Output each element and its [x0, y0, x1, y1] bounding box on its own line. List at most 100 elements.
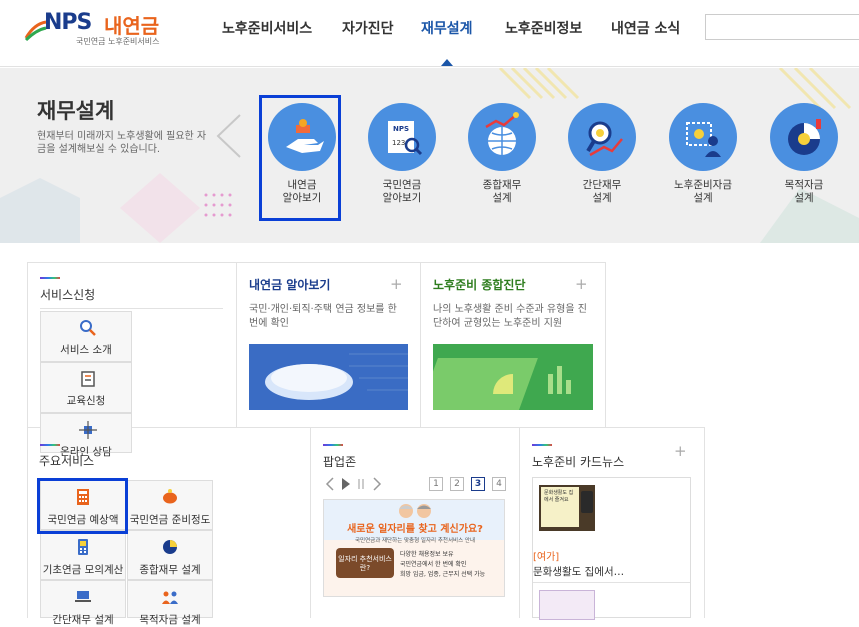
popup-controls	[325, 477, 382, 491]
active-nav-marker	[441, 59, 453, 66]
pie-chart-icon	[163, 540, 177, 554]
svg-text:NPS: NPS	[393, 125, 409, 133]
elderly-couple-illustration	[399, 504, 431, 518]
nav-self-diagnosis[interactable]: 자가진단	[342, 21, 394, 37]
service-intro-button[interactable]: 서비스 소개	[40, 311, 132, 362]
logo-nps-text: NPS	[44, 10, 92, 35]
popup-banner-headline: 새로운 일자리를 찾고 계신가요?	[347, 524, 483, 535]
menu-simple-planning[interactable]	[568, 103, 636, 171]
card-my-pension-title[interactable]: 내연금 알아보기	[249, 278, 331, 292]
popup-banner-job-recommend[interactable]: 새로운 일자리를 찾고 계신가요? 국민연금과 재단하는 맞춤형 일자리 추천서…	[323, 499, 505, 597]
nav-retirement-info[interactable]: 노후준비정보	[505, 21, 583, 37]
title-accent-bar	[40, 444, 60, 446]
hand-coin-icon	[286, 119, 324, 153]
popup-page-2[interactable]: 2	[450, 477, 464, 491]
header: NPS 내연금 국민연금 노후준비서비스 노후준비서비스 자가진단 재무설계 노…	[0, 0, 859, 67]
title-accent-bar	[532, 444, 552, 446]
nps-logo[interactable]: NPS 내연금 국민연금 노후준비서비스	[24, 10, 174, 50]
menu-comprehensive-planning-label-1: 종합재무	[482, 179, 522, 191]
banner-decoration	[0, 68, 859, 243]
magnifier-chart-icon	[586, 121, 623, 157]
card-news-thumbnail[interactable]: 문화생활도 집에서 즐겨요	[539, 485, 595, 531]
calculator-icon	[77, 489, 89, 505]
popup-banner-subline: 국민연금과 재단하는 맞춤형 일자리 추천서비스 안내	[354, 538, 476, 544]
card-diagnosis-plus-icon[interactable]: +	[575, 275, 588, 293]
card-news-plus-icon[interactable]: +	[674, 442, 687, 460]
piggy-bank-icon	[163, 489, 177, 504]
laptop-icon	[75, 591, 91, 602]
menu-purpose-fund[interactable]	[770, 103, 838, 171]
nps-search-icon: NPS 123	[388, 121, 423, 156]
highlight-box-pension-estimate	[37, 478, 128, 534]
logo-subtitle: 국민연금 노후준비서비스	[76, 37, 160, 46]
menu-my-pension-label-2: 알아보기	[282, 192, 322, 204]
online-consult-label: 온라인 상담	[60, 446, 112, 458]
menu-my-pension-label-1: 내연금	[287, 179, 317, 191]
popup-page-3[interactable]: 3	[471, 477, 485, 491]
highlight-box-my-pension	[259, 95, 341, 221]
banner-description: 현재부터 미래까지 노후생활에 필요한 자금을 설계해보실 수 있습니다.	[37, 131, 207, 155]
card-my-pension-image[interactable]	[249, 344, 408, 410]
pension-estimate-label: 국민연금 예상액	[47, 514, 119, 526]
card-news-item-text[interactable]: 문화생활도 집에서…	[533, 566, 625, 578]
search-input[interactable]	[705, 14, 859, 40]
service-intro-label: 서비스 소개	[60, 344, 112, 356]
logo-brand-text: 내연금	[104, 14, 160, 38]
menu-nps-info-label-1: 국민연금	[382, 179, 422, 191]
basic-pension-calc-button[interactable]: 기초연금 모의계산	[40, 530, 126, 580]
card-diagnosis-image[interactable]	[433, 344, 593, 410]
card-news-list: 문화생활도 집에서 즐겨요 [여가] 문화생활도 집에서…	[532, 477, 691, 620]
pension-readiness-label: 국민연금 준비정도	[129, 514, 211, 526]
globe-chart-icon	[485, 112, 519, 155]
card-news-thumbnail-2[interactable]	[539, 590, 595, 620]
card-news-thumb-text: 문화생활도 집에서 즐겨요	[541, 487, 579, 527]
popup-page-4[interactable]: 4	[492, 477, 506, 491]
people-icon	[162, 591, 178, 604]
menu-simple-planning-label-1: 간단재무	[582, 179, 622, 191]
pension-estimate-button[interactable]: 국민연금 예상액	[40, 480, 126, 530]
education-request-button[interactable]: 교육신청	[40, 362, 132, 413]
comprehensive-planning-button[interactable]: 종합재무 설계	[127, 530, 213, 580]
menu-comprehensive-planning-label-2: 설계	[492, 192, 512, 204]
nav-retirement-service[interactable]: 노후준비서비스	[222, 21, 313, 37]
prev-arrow-icon[interactable]	[216, 113, 242, 159]
popup-banner-badge: 일자리 추천서비스란?	[336, 548, 394, 578]
menu-comprehensive-planning[interactable]	[468, 103, 536, 171]
card-diagnosis-title[interactable]: 노후준비 종합진단	[433, 278, 526, 292]
menu-retirement-fund-label-2: 설계	[693, 192, 713, 204]
menu-nps-info[interactable]: NPS 123	[368, 103, 436, 171]
menu-retirement-fund[interactable]	[669, 103, 737, 171]
purpose-fund-button[interactable]: 목적자금 설계	[127, 580, 213, 626]
banner-title: 재무설계	[37, 99, 115, 123]
simple-planning-button[interactable]: 간단재무 설계	[40, 580, 126, 626]
comprehensive-planning-label: 종합재무 설계	[139, 564, 201, 576]
popup-zone-title: 팝업존	[323, 455, 357, 469]
popup-page-1[interactable]: 1	[429, 477, 443, 491]
svg-text:123: 123	[392, 139, 405, 147]
nav-pension-news[interactable]: 내연금 소식	[611, 21, 681, 37]
popup-play-icon	[342, 478, 350, 490]
target-chart-icon	[788, 119, 821, 155]
network-icon	[79, 421, 97, 439]
main-services-title: 주요서비스	[39, 454, 95, 468]
menu-simple-planning-label-2: 설계	[592, 192, 612, 204]
card-news-title: 노후준비 카드뉴스	[532, 455, 625, 469]
popup-banner-point-2: 국민연금에서 한 번에 확인	[400, 561, 467, 568]
card-my-pension-plus-icon[interactable]: +	[390, 275, 403, 293]
menu-nps-info-label-2: 알아보기	[382, 192, 422, 204]
popup-pause-icon	[358, 479, 364, 489]
phone-calc-icon	[78, 539, 88, 555]
title-accent-bar	[323, 444, 343, 446]
title-accent-bar	[40, 277, 60, 279]
menu-my-pension[interactable]	[268, 103, 336, 171]
card-diagnosis-desc: 나의 노후생활 준비 수준과 유형을 진단하여 균형있는 노후준비 지원	[433, 304, 587, 329]
pension-readiness-button[interactable]: 국민연금 준비정도	[127, 480, 213, 530]
purpose-fund-label: 목적자금 설계	[139, 614, 201, 626]
popup-next-icon	[373, 477, 382, 491]
magnifier-icon	[80, 320, 96, 336]
nav-financial-planning[interactable]: 재무설계	[421, 21, 473, 37]
notebook-icon	[81, 371, 95, 387]
menu-purpose-fund-label-1: 목적자금	[784, 179, 824, 191]
financial-planning-banner: 재무설계 현재부터 미래까지 노후생활에 필요한 자금을 설계해보실 수 있습니…	[0, 68, 859, 243]
online-consult-button[interactable]: 온라인 상담	[40, 413, 132, 458]
